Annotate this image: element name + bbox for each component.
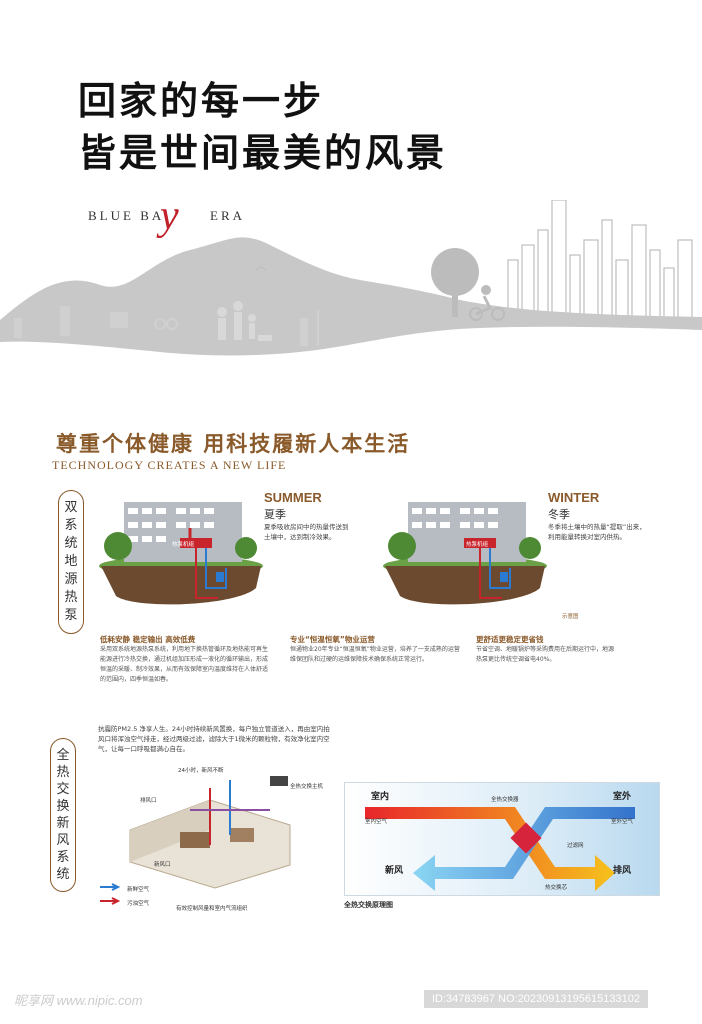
winter-title: WINTER <box>548 490 600 505</box>
dirty-air-arrow-icon <box>100 897 121 905</box>
legend-fresh-label: 新鲜空气 <box>127 887 150 893</box>
air-vertical-label: 全热交换新风系统 <box>50 738 76 892</box>
outdoor-air-label: 室外空气 <box>611 819 634 825</box>
exhaust-label: 排风 <box>613 866 632 876</box>
feature-3-body: 节省空调、地暖锅炉等采购费用在后期运行中，地源热泵更比传统空调省电40%。 <box>476 646 615 663</box>
hero-title-line2: 皆是世间最美的风景 <box>78 130 448 175</box>
house-label-4: 新风口 <box>154 862 171 868</box>
legend-fresh: 新鲜空气 <box>100 876 149 895</box>
section-subtitle: TECHNOLOGY CREATES A NEW LIFE <box>52 458 287 472</box>
outdoor-label: 室外 <box>613 792 632 802</box>
winter-subtitle: 冬季 <box>548 508 570 521</box>
feature-2: 专业“恒温恒氧”物业运营 恒通物业20年专业“恒温恒氧”物业运营，培养了一支成熟… <box>290 634 460 665</box>
brand-right: ERA <box>210 208 245 223</box>
exchange-arrows <box>365 807 635 891</box>
house-cutaway-illustration <box>129 776 291 889</box>
house-label-3: 排风口 <box>140 798 157 804</box>
brand-logo: BLUE BA y ERA <box>88 193 258 239</box>
house-label-2: 全热交换主机 <box>290 784 324 790</box>
diagram-note: 示意图 <box>562 614 579 620</box>
brand-mark: y <box>160 193 179 239</box>
feature-2-title: 专业“恒温恒氧”物业运营 <box>290 635 375 644</box>
indoor-label: 室内 <box>371 792 390 802</box>
winter-unit-tag: 热泵机组 <box>466 542 489 548</box>
heat-exchange-diagram: 室内 室外 全热交换器 室内空气 室外空气 过滤网 新风 排风 热交换芯 <box>344 782 660 896</box>
watermark: 昵享网 www.nipic.com <box>14 993 143 1008</box>
core-fin-label: 热交换芯 <box>545 885 568 891</box>
indoor-air-label: 室内空气 <box>365 819 388 825</box>
summer-unit-tag: 热泵机组 <box>172 542 195 548</box>
filter-label: 过滤网 <box>567 843 584 849</box>
section-title: 尊重个体健康 用科技履新人本生活 <box>56 431 411 456</box>
winter-illustration <box>383 502 547 605</box>
legend-dirty: 污浊空气 <box>100 890 149 909</box>
image-id-bar: ID:34783967 NO:20230913195615133102 <box>424 990 648 1008</box>
air-intro: 抗霾防PM2.5 净享人生。24小时持续新风置换，每户独立管道送入，再由室内拍风… <box>98 725 330 753</box>
feature-3-title: 更舒适更稳定更省钱 <box>476 635 544 644</box>
fresh-air-label: 新风 <box>385 866 404 876</box>
feature-3: 更舒适更稳定更省钱 节省空调、地暖锅炉等采购费用在后期运行中，地源热泵更比传统空… <box>476 634 616 665</box>
feature-1-title: 低耗安静 稳定输出 高效低费 <box>100 635 196 644</box>
summer-description: 夏季吸收房间中的热量传送到土壤中，达到制冷效果。 <box>264 523 349 541</box>
house-label-1: 24小时，新风不断 <box>178 768 224 774</box>
feature-1: 低耗安静 稳定输出 高效低费 采用双系统地源热泵系统，利用地下换热管循环及地热能… <box>100 634 270 685</box>
summer-subtitle: 夏季 <box>264 508 286 521</box>
geo-vertical-label: 双系统地源热泵 <box>58 490 84 634</box>
winter-description: 冬季将土壤中的热量“提取”出来，利用能量转换对室内供热。 <box>548 523 646 541</box>
feature-1-body: 采用双系统地源热泵系统，利用地下换热管循环及地热能可再生能源进行冷热交换，通过机… <box>100 646 269 683</box>
legend-dirty-label: 污浊空气 <box>127 901 150 907</box>
feature-2-body: 恒通物业20年专业“恒温恒氧”物业运营，培养了一支成熟的运营维保团队和过硬的运维… <box>290 646 460 663</box>
house-label-7: 有效控制风量和室内气流组织 <box>176 906 248 912</box>
fresh-air-arrow-icon <box>100 883 121 891</box>
diagram-caption: 全热交换原理图 <box>344 901 393 909</box>
core-label: 全热交换器 <box>491 797 519 803</box>
summer-illustration <box>99 502 263 605</box>
summer-title: SUMMER <box>264 490 322 505</box>
brand-left: BLUE BA <box>88 208 165 223</box>
landscape-illustration <box>0 200 702 356</box>
hero-title-line1: 回家的每一步 <box>78 78 325 123</box>
